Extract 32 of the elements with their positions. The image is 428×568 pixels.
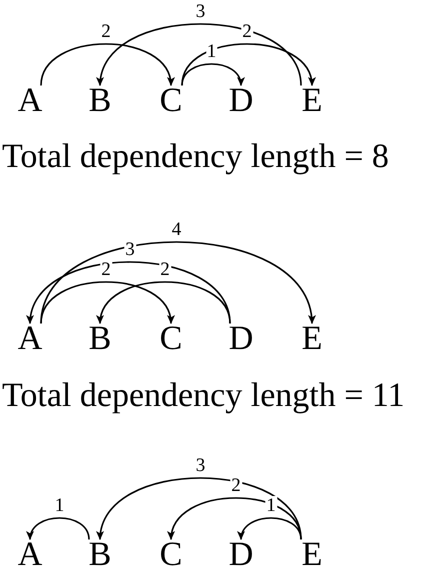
dependency-arc	[98, 477, 302, 540]
word-label: C	[160, 326, 182, 352]
word-label: D	[228, 542, 254, 568]
word-label: D	[228, 88, 254, 114]
word-label: A	[18, 88, 42, 114]
dependency-arc	[98, 281, 231, 324]
word-label: B	[88, 88, 112, 114]
word-label: E	[302, 542, 322, 568]
total-length-text: Total dependency length = 11	[2, 379, 405, 413]
dependency-arc	[181, 43, 314, 86]
word-label: E	[302, 88, 322, 114]
dependency-arc	[168, 497, 302, 540]
total-length-text: Total dependency length = 8	[2, 140, 389, 174]
edge-label: 3	[194, 456, 206, 474]
word-label: C	[160, 542, 182, 568]
word-label: A	[18, 326, 42, 352]
dependency-arc	[40, 281, 174, 324]
edge-label: 3	[194, 2, 206, 20]
dependency-arc	[40, 43, 174, 86]
dependency-arc	[28, 261, 231, 324]
dependency-arc	[238, 517, 302, 540]
word-label: D	[228, 326, 254, 352]
word-label: B	[88, 542, 112, 568]
dependency-arc	[40, 241, 314, 324]
edge-label: 3	[124, 240, 136, 258]
dependency-arc	[98, 23, 302, 86]
word-label: C	[160, 88, 182, 114]
dependency-arc	[28, 517, 90, 540]
word-label: E	[302, 326, 322, 352]
word-label: B	[88, 326, 112, 352]
word-label: A	[18, 542, 42, 568]
dependency-arc	[181, 63, 244, 86]
